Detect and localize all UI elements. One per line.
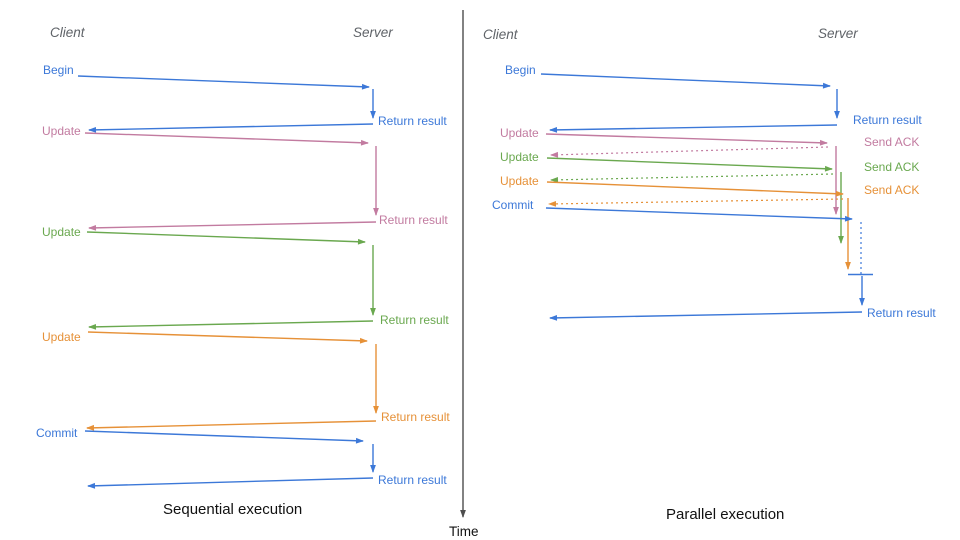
par-update1-label: Update	[500, 126, 539, 140]
seq-commit-return-arrow	[87, 477, 374, 489]
par-commit-response-label: Return result	[867, 306, 936, 320]
par-begin-label: Begin	[505, 63, 536, 77]
seq-update2-request-arrow	[86, 231, 366, 245]
seq-update2-response-label: Return result	[380, 313, 449, 327]
par-update3-label: Update	[500, 174, 539, 188]
par-begin-request-arrow	[540, 73, 831, 89]
seq-commit-response-label: Return result	[378, 473, 447, 487]
par-server-header: Server	[818, 26, 858, 41]
seq-update1-response-label: Return result	[379, 213, 448, 227]
par-update3-request-arrow	[546, 181, 844, 197]
par-commit-request-arrow	[545, 207, 853, 222]
par-client-header: Client	[483, 27, 518, 42]
par-commit-label: Commit	[492, 198, 534, 212]
time-axis-label: Time	[449, 524, 479, 539]
par-update2-ack-arrow	[550, 173, 834, 183]
par-update1-request-arrow	[545, 133, 828, 146]
seq-update1-request-arrow	[84, 132, 369, 146]
par-commit-return-arrow	[549, 311, 863, 321]
seq-update3-request-arrow	[87, 331, 368, 344]
par-update2-response-label: Send ACK	[864, 160, 920, 174]
par-update2-label: Update	[500, 150, 539, 164]
seq-update3-response-label: Return result	[381, 410, 450, 424]
seq-update1-return-arrow	[88, 221, 377, 231]
seq-update3-label: Update	[42, 330, 81, 344]
seq-commit-label: Commit	[36, 426, 78, 440]
seq-update2-return-arrow	[88, 320, 374, 330]
par-update3-response-label: Send ACK	[864, 183, 920, 197]
par-begin-response-label: Return result	[853, 113, 922, 127]
par-update1-response-label: Send ACK	[864, 135, 920, 149]
parallel-caption: Parallel execution	[666, 506, 785, 523]
seq-begin-response-label: Return result	[378, 114, 447, 128]
seq-begin-request-arrow	[77, 75, 370, 90]
par-update3-ack-arrow	[548, 198, 844, 207]
seq-begin-return-arrow	[88, 123, 374, 133]
seq-begin-label: Begin	[43, 63, 74, 77]
par-update2-request-arrow	[546, 157, 833, 172]
seq-update1-label: Update	[42, 124, 81, 138]
seq-commit-request-arrow	[84, 430, 364, 444]
par-begin-return-arrow	[549, 124, 838, 133]
seq-update2-label: Update	[42, 225, 81, 239]
sequential-caption: Sequential execution	[163, 501, 303, 518]
par-update1-ack-arrow	[550, 146, 829, 158]
seq-server-header: Server	[353, 25, 393, 40]
seq-client-header: Client	[50, 25, 85, 40]
seq-update3-return-arrow	[86, 420, 377, 431]
